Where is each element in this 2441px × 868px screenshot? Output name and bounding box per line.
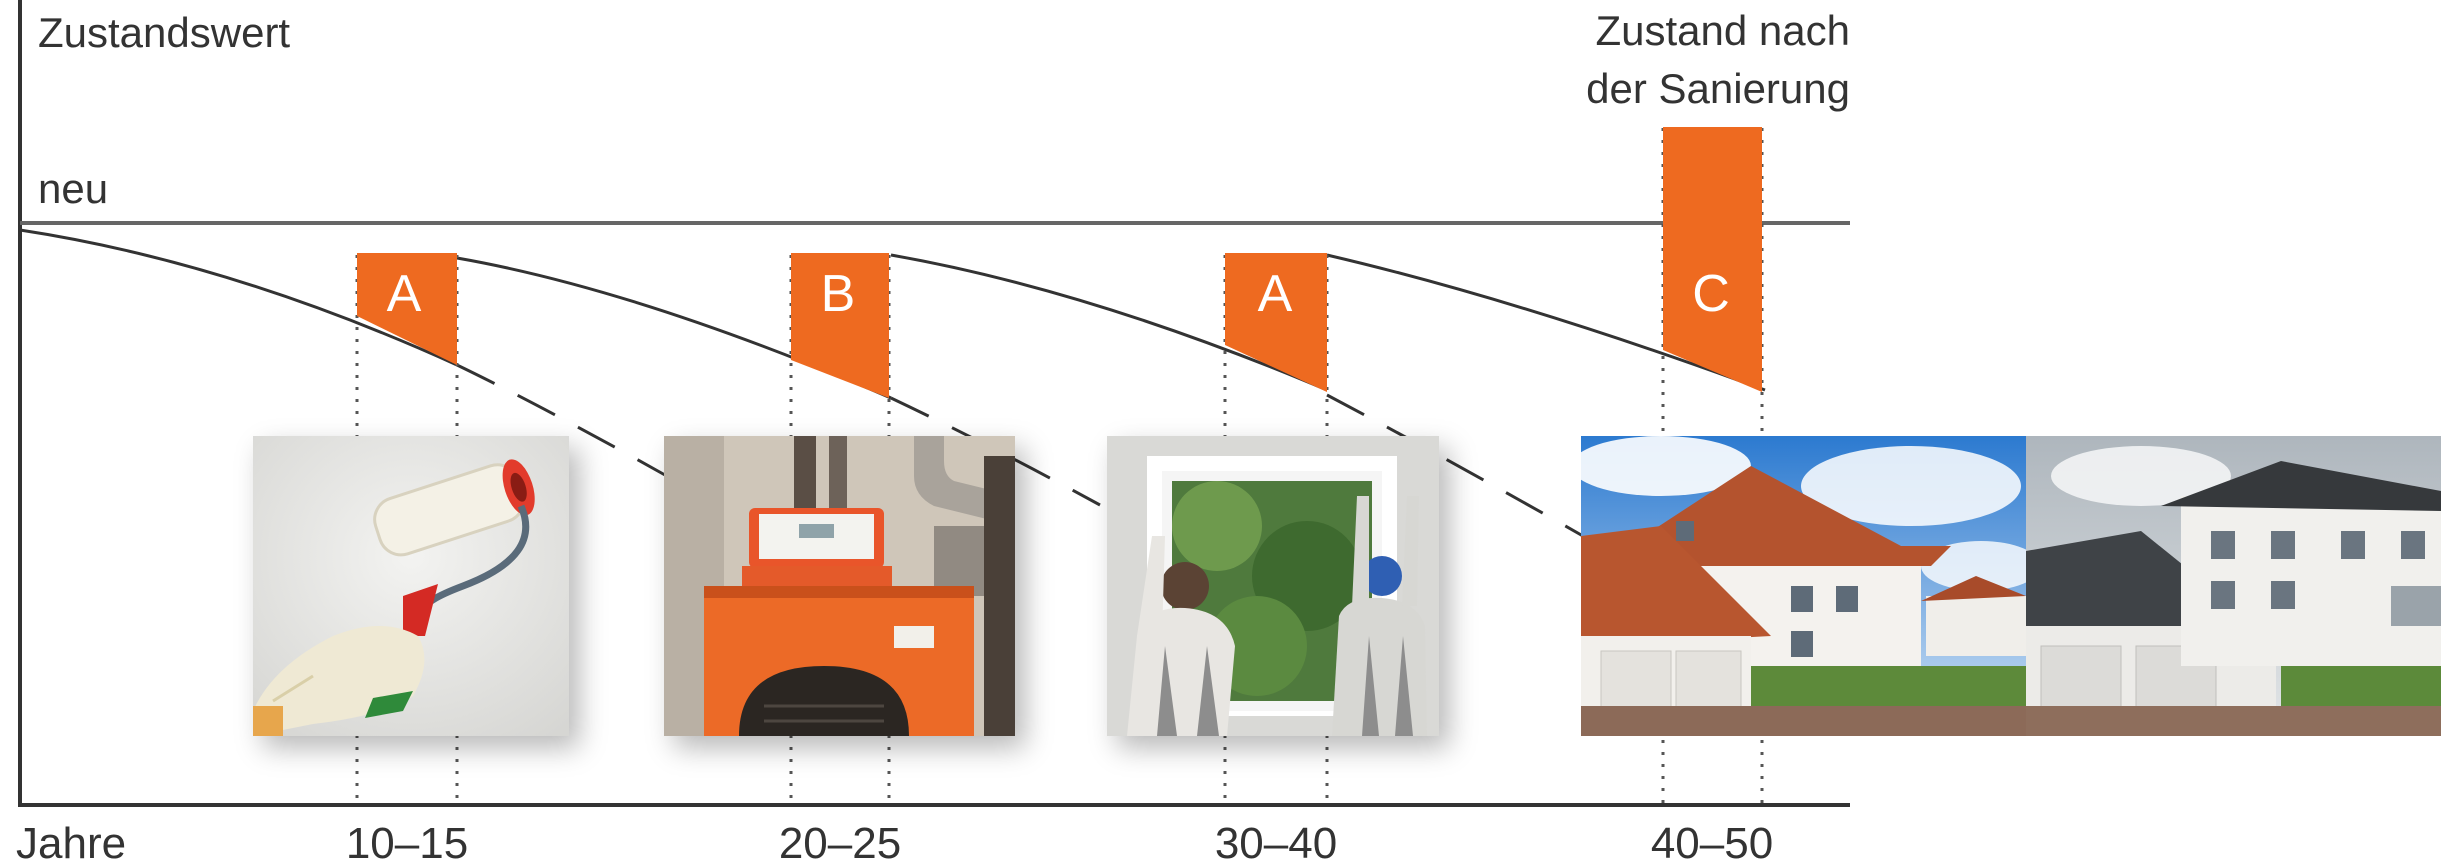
marker-flag-b xyxy=(791,253,889,398)
paint-roller-photo xyxy=(253,436,569,736)
marker-letter-3: A xyxy=(1258,265,1293,323)
dashed-continuation-1 xyxy=(456,363,666,477)
dashed-continuation-3 xyxy=(1326,393,1591,542)
marker-flag-a1 xyxy=(357,253,457,365)
marker-letter-1: A xyxy=(387,265,422,323)
x-axis-label: Jahre xyxy=(16,819,127,868)
after-renovation-label-line1: Zustand nach xyxy=(1595,7,1850,54)
house-before-after-photo xyxy=(1581,436,2441,736)
year-label-1: 10–15 xyxy=(345,819,469,868)
y-axis-label: Zustandswert xyxy=(38,9,291,56)
after-renovation-label-line2: der Sanierung xyxy=(1586,65,1850,112)
marker-letter-4: C xyxy=(1692,265,1730,323)
decay-curve-3 xyxy=(890,253,1328,392)
marker-flag-a2 xyxy=(1225,253,1327,392)
window-installation-photo xyxy=(1107,436,1439,736)
marker-letter-2: B xyxy=(821,265,856,323)
marker-flag-c xyxy=(1663,127,1762,392)
heating-boiler-photo xyxy=(664,436,1015,736)
dashed-continuation-2 xyxy=(890,396,1101,507)
decay-curve-4 xyxy=(1326,253,1766,392)
decay-curve-1 xyxy=(19,228,458,367)
year-label-4: 40–50 xyxy=(1650,819,1774,868)
year-label-3: 30–40 xyxy=(1214,819,1338,868)
new-level-label: neu xyxy=(38,165,109,212)
year-label-2: 20–25 xyxy=(778,819,902,868)
